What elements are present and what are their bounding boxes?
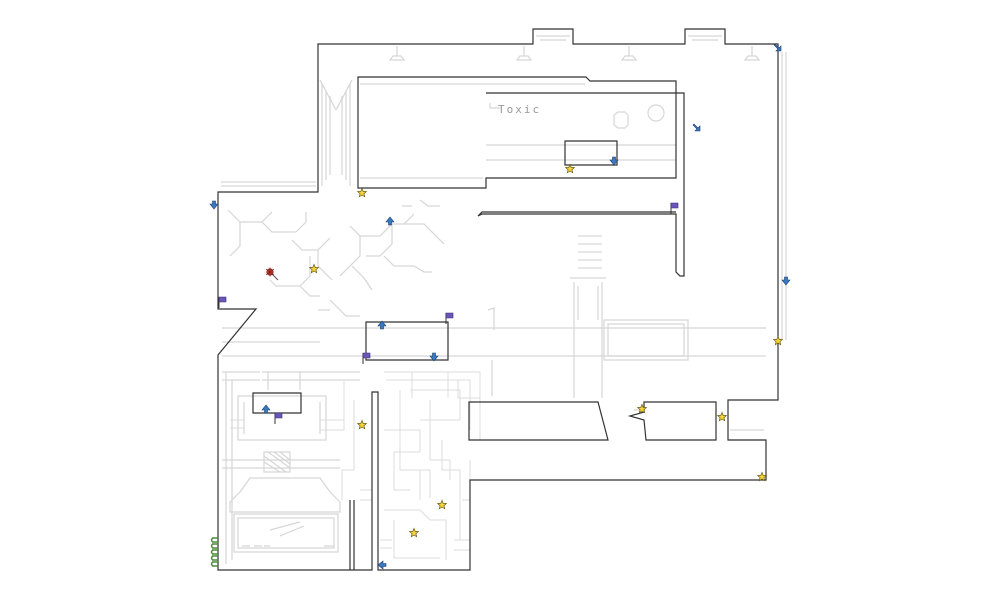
background-decor: [221, 35, 787, 564]
star-icon[interactable]: [636, 403, 648, 414]
coil-icon[interactable]: [210, 543, 219, 549]
arrow-icon[interactable]: [773, 43, 782, 52]
star-icon[interactable]: [716, 411, 728, 422]
star-icon[interactable]: [408, 527, 420, 538]
coil-icon[interactable]: [210, 561, 219, 567]
star-icon[interactable]: [772, 335, 784, 346]
arrow-icon[interactable]: [609, 156, 619, 166]
coil-icon[interactable]: [210, 555, 219, 561]
arrow-icon[interactable]: [781, 276, 791, 286]
star-icon[interactable]: [356, 419, 368, 430]
level-walls: [217, 28, 779, 571]
arrow-icon[interactable]: [429, 352, 439, 362]
arrow-icon[interactable]: [692, 123, 701, 132]
coil-icon[interactable]: [210, 537, 219, 543]
flag-icon[interactable]: [218, 296, 227, 308]
zone-label-toxic: Toxic: [498, 103, 541, 116]
flag-icon[interactable]: [445, 312, 454, 324]
arrow-icon[interactable]: [377, 560, 387, 570]
flag-icon[interactable]: [274, 412, 283, 424]
star-icon[interactable]: [308, 263, 320, 274]
coils-layer: [210, 537, 219, 567]
star-icon[interactable]: [356, 187, 368, 198]
coil-icon[interactable]: [210, 549, 219, 555]
star-icon[interactable]: [756, 471, 768, 482]
stars-layer: [308, 163, 784, 538]
flags-layer: [218, 202, 679, 424]
flag-icon[interactable]: [670, 202, 679, 214]
star-icon[interactable]: [436, 499, 448, 510]
arrows-layer: [209, 43, 791, 570]
bug-icon[interactable]: [265, 267, 279, 281]
arrow-icon[interactable]: [385, 216, 395, 226]
star-icon[interactable]: [564, 163, 576, 174]
arrow-icon[interactable]: [377, 320, 387, 330]
arrow-icon[interactable]: [209, 200, 219, 210]
arrow-icon[interactable]: [261, 404, 271, 414]
flag-icon[interactable]: [362, 352, 371, 364]
